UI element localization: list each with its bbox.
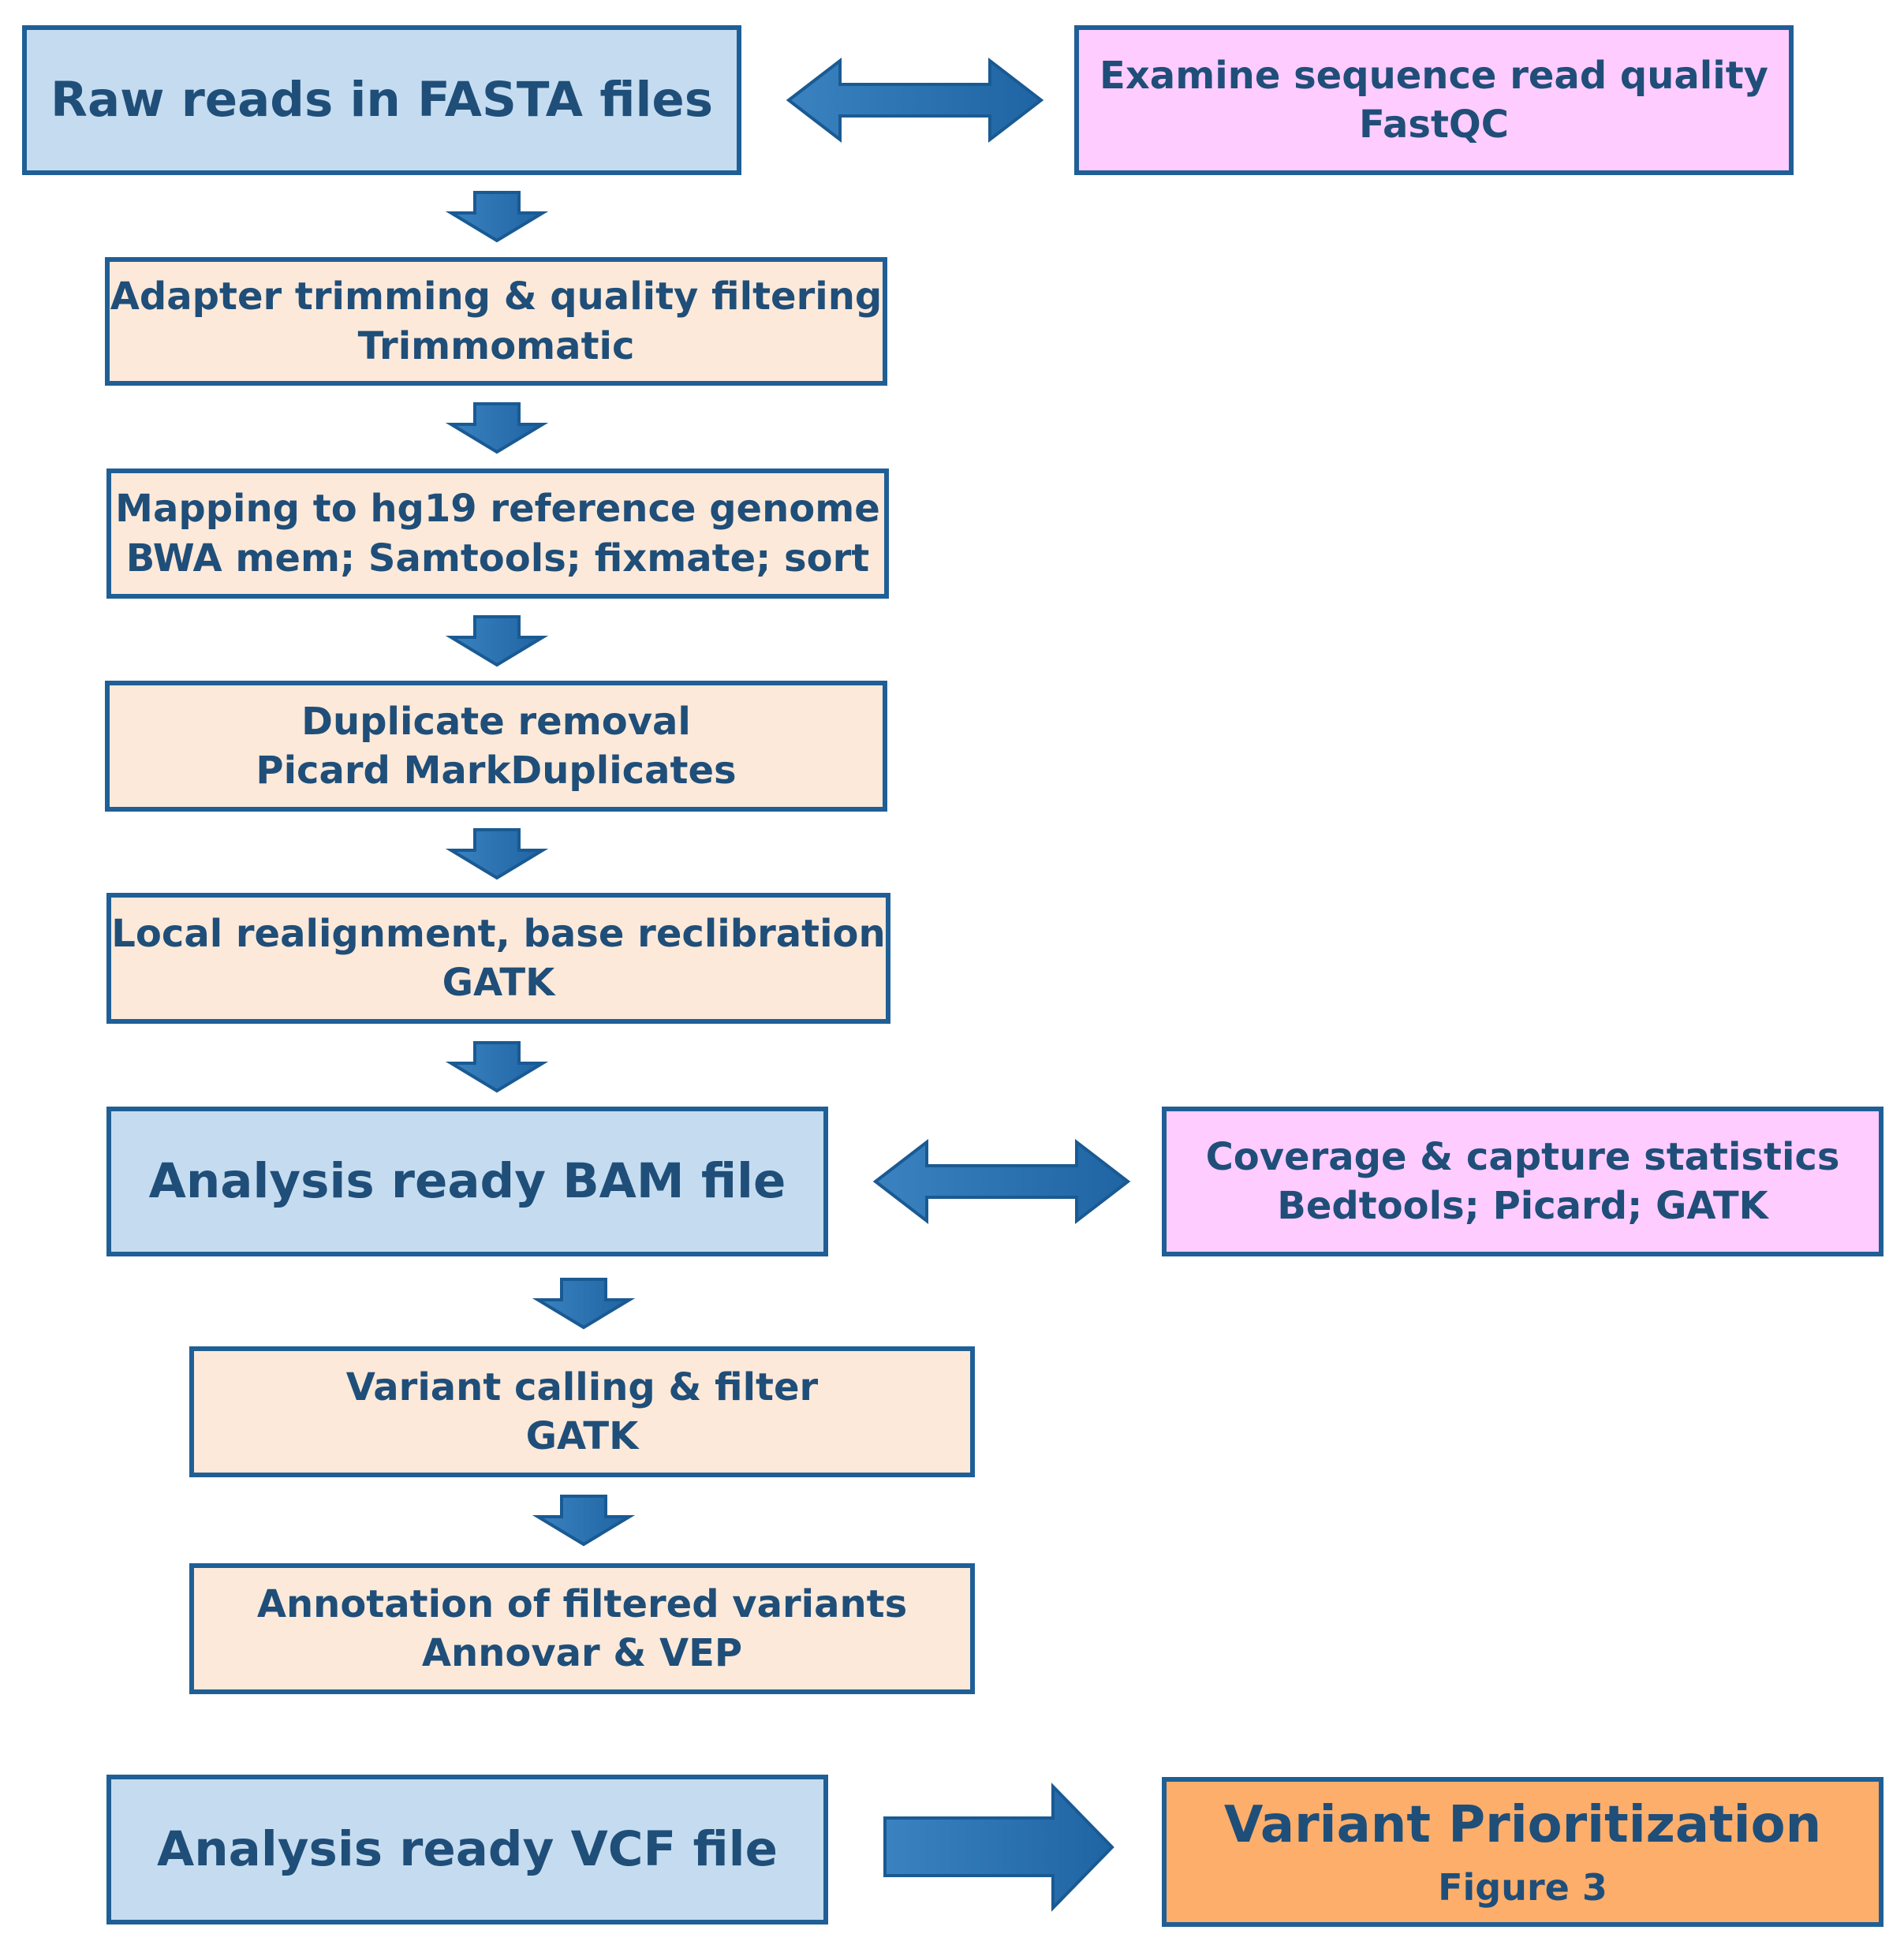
- mapping-box: Mapping to hg19 reference genome BWA mem…: [106, 469, 889, 599]
- prioritization-subtitle: Figure 3: [1438, 1865, 1607, 1909]
- realignment-line2: GATK: [442, 961, 555, 1005]
- duplicates-box: Duplicate removal Picard MarkDuplicates: [105, 681, 887, 812]
- down-arrow-6: [532, 1278, 636, 1330]
- trimming-line1: Adapter trimming & quality filtering: [110, 274, 883, 319]
- down-arrow-2: [445, 402, 549, 454]
- coverage-box: Coverage & capture statistics Bedtools; …: [1162, 1107, 1883, 1256]
- prioritization-box: Variant Prioritization Figure 3: [1162, 1777, 1883, 1927]
- fastqc-box: Examine sequence read quality FastQC: [1074, 25, 1794, 175]
- variant-calling-line1: Variant calling & filter: [345, 1364, 819, 1409]
- vcf-box: Analysis ready VCF file: [106, 1775, 828, 1924]
- down-arrow-3: [445, 615, 549, 667]
- prioritization-title: Variant Prioritization: [1223, 1795, 1822, 1854]
- realignment-box: Local realignment, base reclibration GAT…: [106, 893, 890, 1024]
- bam-box: Analysis ready BAM file: [106, 1107, 828, 1256]
- coverage-line2: Bedtools; Picard; GATK: [1277, 1184, 1768, 1228]
- mapping-line2: BWA mem; Samtools; fixmate; sort: [125, 536, 870, 581]
- down-arrow-1: [445, 191, 549, 243]
- double-arrow-coverage: [872, 1138, 1131, 1225]
- bam-title: Analysis ready BAM file: [148, 1153, 786, 1210]
- annotation-box: Annotation of filtered variants Annovar …: [189, 1563, 975, 1694]
- raw-reads-box: Raw reads in FASTA files: [22, 25, 741, 175]
- variant-calling-box: Variant calling & filter GATK: [189, 1346, 975, 1477]
- variant-calling-line2: GATK: [525, 1414, 639, 1458]
- right-arrow-prioritization: [883, 1783, 1114, 1912]
- annotation-line1: Annotation of filtered variants: [256, 1581, 908, 1626]
- trimming-line2: Trimmomatic: [357, 323, 635, 368]
- fastqc-line2: FastQC: [1359, 103, 1509, 147]
- trimming-box: Adapter trimming & quality filtering Tri…: [105, 257, 887, 386]
- coverage-line1: Coverage & capture statistics: [1205, 1134, 1840, 1179]
- duplicates-line1: Duplicate removal: [301, 699, 691, 744]
- vcf-title: Analysis ready VCF file: [157, 1821, 778, 1878]
- realignment-line1: Local realignment, base reclibration: [111, 911, 886, 956]
- fastqc-line1: Examine sequence read quality: [1099, 53, 1768, 98]
- annotation-line2: Annovar & VEP: [421, 1631, 743, 1675]
- down-arrow-7: [532, 1495, 636, 1547]
- raw-reads-title: Raw reads in FASTA files: [50, 72, 714, 129]
- mapping-line1: Mapping to hg19 reference genome: [115, 487, 880, 532]
- down-arrow-4: [445, 828, 549, 880]
- duplicates-line2: Picard MarkDuplicates: [256, 749, 737, 793]
- double-arrow-fastqc: [786, 57, 1044, 144]
- down-arrow-5: [445, 1041, 549, 1093]
